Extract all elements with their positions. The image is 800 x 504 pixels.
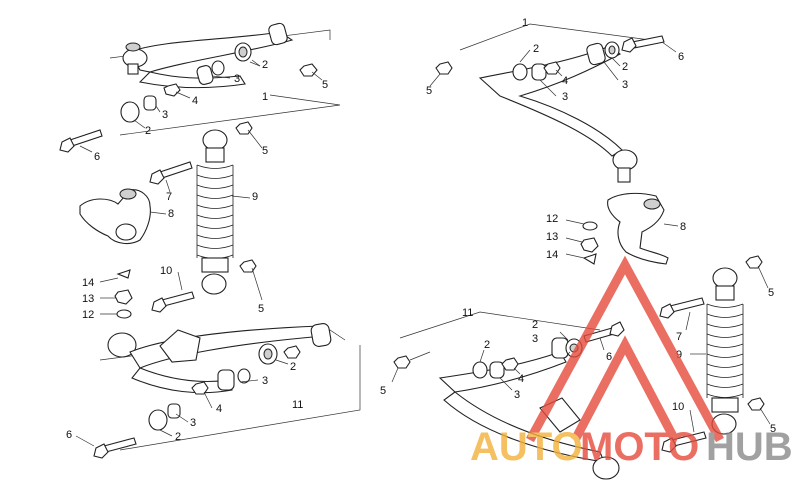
callout-left-1: 1	[262, 91, 268, 103]
watermark-text-moto: MOTO	[580, 425, 699, 469]
left-lower-ball-joint	[107, 332, 137, 358]
callout-left-9: 9	[252, 191, 258, 203]
callout-left-8: 8	[168, 208, 174, 220]
callout-right-4b: 4	[518, 373, 524, 385]
callout-right-5d: 5	[770, 423, 776, 435]
right-upper-ball-joint	[612, 149, 638, 171]
callout-left-4: 4	[192, 95, 198, 107]
left-lower-a-arm-group	[75, 323, 361, 459]
callout-right-10: 10	[672, 401, 684, 413]
right-steering-knuckle	[607, 192, 679, 265]
callout-right-2d: 2	[484, 339, 490, 351]
callout-right-7: 7	[676, 331, 682, 343]
callout-left-13: 13	[82, 293, 94, 305]
left-steering-knuckle	[79, 188, 167, 245]
callout-left-3b: 3	[162, 109, 168, 121]
callout-right-4: 4	[562, 75, 568, 87]
right-knuckle-hardware	[565, 219, 599, 265]
watermark-text-auto: AUTO	[470, 425, 583, 469]
callout-right-14: 14	[546, 249, 558, 261]
callout-left-10: 10	[160, 265, 172, 277]
callout-right-13: 13	[546, 231, 558, 243]
callout-right-1: 1	[522, 17, 528, 29]
callout-right-2a: 2	[533, 43, 539, 55]
callout-left-12: 12	[82, 309, 94, 321]
callout-left-3c: 3	[262, 375, 268, 387]
callout-left-5b: 5	[262, 145, 268, 157]
right-lower-ball-joint	[592, 456, 620, 480]
left-shock-spring	[196, 164, 234, 259]
right-shock-spring	[706, 303, 744, 398]
callout-left-2b: 2	[145, 125, 151, 137]
left-upper-a-arm	[129, 31, 294, 73]
callout-right-3a: 3	[562, 91, 568, 103]
callout-right-5b: 5	[380, 385, 386, 397]
callout-left-7: 7	[166, 191, 172, 203]
callout-left-5a: 5	[322, 79, 328, 91]
callout-right-5a: 5	[426, 85, 432, 97]
callout-right-2b: 2	[622, 61, 628, 73]
callout-right-3b: 3	[622, 79, 628, 91]
callout-left-2c: 2	[290, 361, 296, 373]
watermark-logo: AUTO MOTO HUB	[470, 255, 793, 469]
callout-right-3c: 3	[532, 333, 538, 345]
callout-right-6b: 6	[606, 351, 612, 363]
callout-right-9: 9	[676, 349, 682, 361]
callout-left-4b: 4	[216, 403, 222, 415]
callout-left-6: 6	[94, 151, 100, 163]
callout-right-3d: 3	[514, 389, 520, 401]
left-upper-bolt	[69, 129, 103, 147]
right-lower-a-arm-group	[391, 311, 625, 480]
left-knuckle-hardware	[99, 269, 133, 319]
right-upper-a-arm-group	[429, 23, 677, 183]
callout-right-2c: 2	[532, 319, 538, 331]
left-shock-lower-eye	[201, 273, 227, 295]
callout-left-2a: 2	[262, 59, 268, 71]
callout-right-5c: 5	[768, 287, 774, 299]
callout-left-3d: 3	[190, 417, 196, 429]
callout-left-3a: 3	[234, 73, 240, 85]
callout-left-2d: 2	[175, 431, 181, 443]
callout-right-11: 11	[462, 307, 473, 319]
callout-right-6: 6	[678, 51, 684, 63]
callout-left-14: 14	[82, 277, 94, 289]
left-shock-group	[149, 121, 263, 313]
left-upper-a-arm-group	[59, 22, 341, 153]
callout-right-12: 12	[546, 213, 558, 225]
callout-right-8: 8	[680, 221, 686, 233]
watermark-text-hub: HUB	[706, 425, 793, 469]
callout-left-6b: 6	[66, 429, 72, 441]
callout-left-5c: 5	[258, 303, 264, 315]
callout-left-11: 11	[292, 399, 303, 411]
